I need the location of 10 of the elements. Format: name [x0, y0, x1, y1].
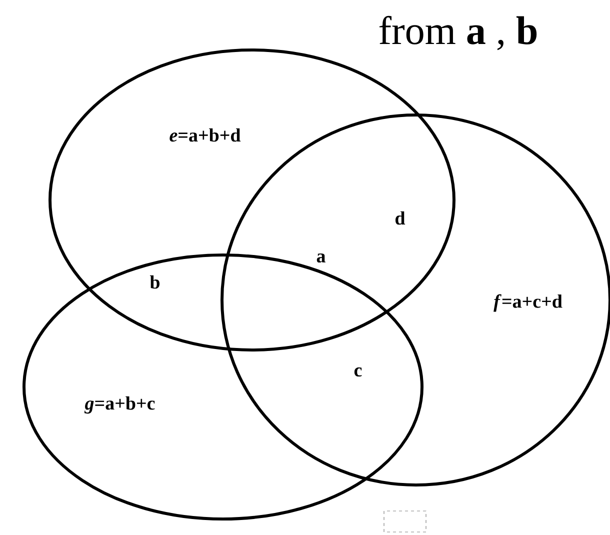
- region-label: d: [396, 211, 406, 225]
- region-label: b: [150, 275, 160, 289]
- set-label: e=a+b+d: [170, 128, 241, 142]
- venn-ellipse: [22, 254, 424, 520]
- set-label: f=a+c+d: [494, 294, 562, 312]
- venn-ellipse: [48, 48, 456, 352]
- title: from a , b: [379, 16, 537, 50]
- set-label: g=a+b+c: [84, 396, 155, 414]
- region-label: a: [316, 253, 326, 263]
- region-label: c: [354, 367, 362, 377]
